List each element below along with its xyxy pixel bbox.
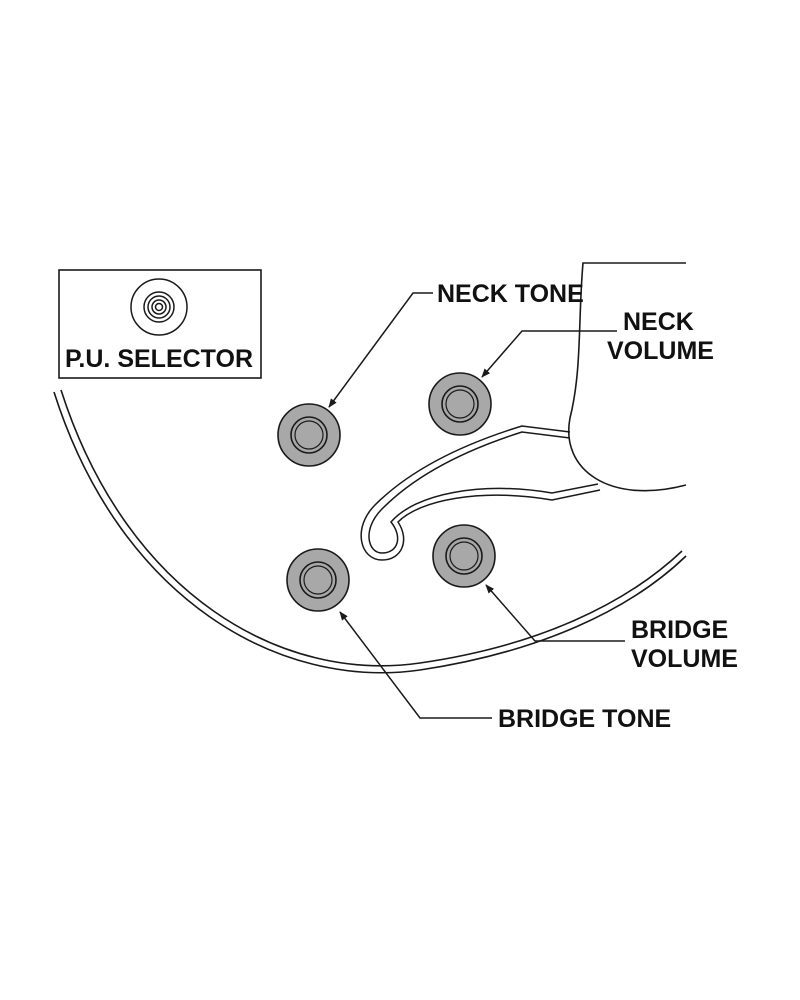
selector-label: P.U. SELECTOR bbox=[65, 345, 253, 373]
bridge-volume-knob[interactable] bbox=[432, 524, 496, 588]
neck-tone-knob[interactable] bbox=[277, 403, 341, 467]
bridge-tone-arrow bbox=[339, 611, 492, 719]
neck-volume-label: NECK VOLUME bbox=[607, 308, 714, 365]
bridge-tone-knob[interactable] bbox=[286, 548, 350, 612]
neck-volume-label-line1: NECK bbox=[623, 308, 694, 336]
neck-volume-knob[interactable] bbox=[428, 372, 492, 436]
bridge-tone-label: BRIDGE TONE bbox=[498, 705, 671, 733]
bridge-volume-arrow bbox=[485, 584, 625, 642]
neck-tone-arrow bbox=[328, 292, 433, 408]
neck-volume-label-line2: VOLUME bbox=[607, 337, 714, 365]
selector-switch-icon bbox=[130, 278, 188, 336]
neck-volume-arrow bbox=[481, 330, 617, 378]
neck-tone-label: NECK TONE bbox=[437, 280, 584, 308]
bridge-volume-label: BRIDGE VOLUME bbox=[631, 616, 738, 673]
f-hole bbox=[360, 425, 601, 561]
body-outline bbox=[53, 389, 687, 674]
pickup-selector-box: P.U. SELECTOR bbox=[58, 269, 262, 379]
pickguard-outline bbox=[567, 262, 687, 492]
bridge-volume-label-line1: BRIDGE bbox=[631, 616, 728, 644]
bridge-volume-label-line2: VOLUME bbox=[631, 645, 738, 673]
